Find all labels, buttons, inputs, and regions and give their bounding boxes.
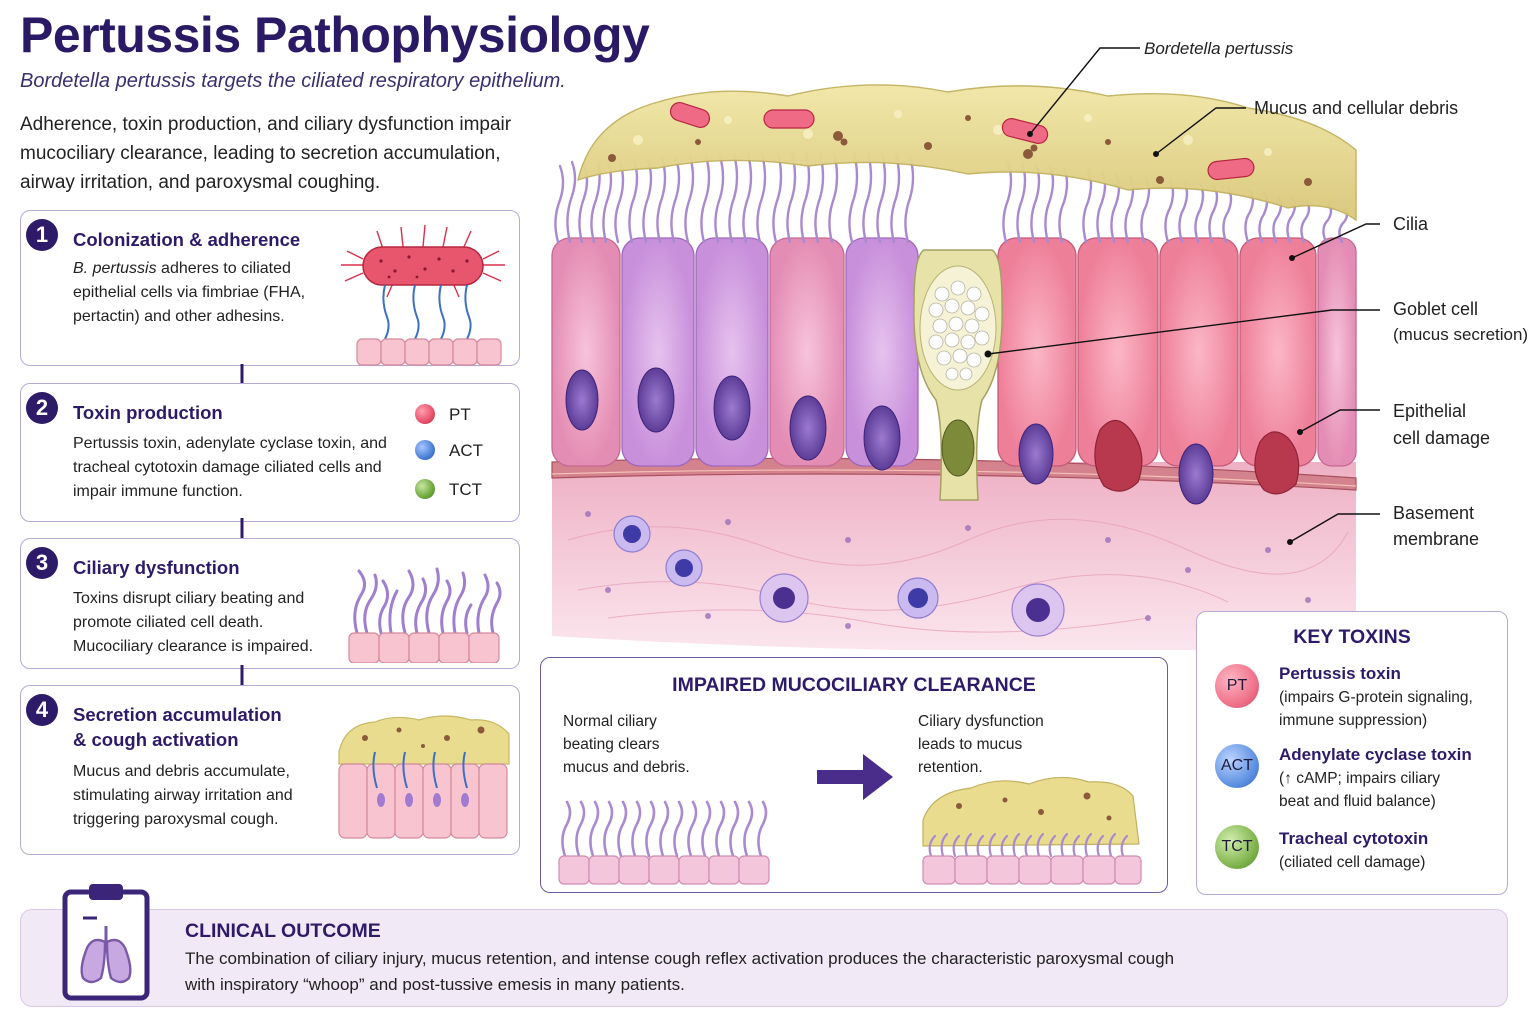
cell-nuclei bbox=[565, 367, 1214, 505]
step-title: Toxin production bbox=[73, 402, 223, 423]
step-text: Mucus and debris accumulate, stimulating… bbox=[73, 763, 293, 828]
step-card-1: 1 Colonization & adherence B. pertussis … bbox=[20, 210, 520, 366]
step-number: 1 bbox=[26, 219, 58, 251]
immune-cells bbox=[613, 515, 1065, 637]
act-legend-label: ACT bbox=[449, 441, 483, 460]
step-card-2: 2 Toxin production Pertussis toxin, aden… bbox=[20, 383, 520, 522]
secretion-accumulation-illustration bbox=[338, 715, 510, 839]
step-title: Colonization & adherence bbox=[73, 229, 301, 250]
clearance-panel: IMPAIRED MUCOCILIARY CLEARANCE Normal ci… bbox=[540, 657, 1168, 893]
callout-goblet-cell: Goblet cell bbox=[1393, 299, 1479, 319]
callout-leader-lines bbox=[984, 47, 1380, 545]
epithelial-cells bbox=[551, 237, 1357, 467]
step-number: 2 bbox=[26, 392, 58, 424]
step-title-line-2: & cough activation bbox=[73, 729, 239, 750]
callout-basement-line-2: membrane bbox=[1393, 529, 1480, 549]
step-text: Toxins disrupt ciliary beating and promo… bbox=[73, 590, 314, 655]
intro-text: Adherence, toxin production, and ciliary… bbox=[20, 114, 512, 193]
tct-badge: TCT bbox=[1215, 825, 1259, 869]
callout-bacterium: Bordetella pertussis bbox=[1144, 39, 1294, 58]
right-arrow-icon bbox=[817, 754, 893, 800]
callout-cilia: Cilia bbox=[1393, 214, 1429, 234]
normal-cilia-illustration bbox=[558, 800, 770, 885]
act-badge: ACT bbox=[1215, 744, 1259, 788]
bacterium-adhesion-illustration bbox=[341, 224, 505, 366]
mucus-retention-illustration bbox=[922, 776, 1142, 885]
step-number: 3 bbox=[26, 547, 58, 579]
tct-name: Tracheal cytotoxin bbox=[1279, 829, 1429, 848]
damaged-cell-cavities bbox=[1094, 419, 1300, 495]
page-subtitle: Bordetella pertussis targets the ciliate… bbox=[20, 70, 566, 92]
step-title: Ciliary dysfunction bbox=[73, 557, 240, 578]
clearance-title: IMPAIRED MUCOCILIARY CLEARANCE bbox=[672, 674, 1036, 696]
clinical-outcome-title: CLINICAL OUTCOME bbox=[185, 920, 381, 942]
tct-legend-dot bbox=[415, 479, 435, 499]
bacterium-icon bbox=[341, 224, 505, 298]
tct-legend-label: TCT bbox=[449, 480, 483, 499]
callout-mucus: Mucus and cellular debris bbox=[1254, 98, 1459, 118]
act-legend-dot bbox=[415, 440, 435, 460]
pt-legend-dot bbox=[415, 404, 435, 424]
clinical-outcome-text: The combination of ciliary injury, mucus… bbox=[185, 949, 1175, 994]
callout-goblet-note: (mucus secretion) bbox=[1393, 325, 1529, 344]
act-name: Adenylate cyclase toxin bbox=[1279, 745, 1472, 764]
callout-damage-line-1: Epithelial bbox=[1393, 401, 1467, 421]
step-text: B. pertussis adheres to ciliated epithel… bbox=[73, 260, 306, 325]
key-toxins-title: KEY TOXINS bbox=[1293, 626, 1411, 648]
page-title: Pertussis Pathophysiology bbox=[20, 7, 650, 63]
clinical-outcome-panel: CLINICAL OUTCOME The combination of cili… bbox=[20, 884, 1508, 1007]
cellular-debris bbox=[608, 115, 1312, 186]
step-number: 4 bbox=[26, 694, 58, 726]
step-text: Pertussis toxin, adenylate cyclase toxin… bbox=[73, 435, 387, 500]
callout-damage-line-2: cell damage bbox=[1393, 428, 1491, 448]
key-toxins-panel: KEY TOXINS PT Pertussis toxin (impairs G… bbox=[1196, 611, 1508, 895]
pt-badge: PT bbox=[1215, 664, 1259, 708]
callout-basement-line-1: Basement bbox=[1393, 503, 1475, 523]
step-card-3: 3 Ciliary dysfunction Toxins disrupt cil… bbox=[20, 538, 520, 669]
pt-legend-label: PT bbox=[449, 405, 471, 424]
goblet-cell bbox=[913, 249, 1003, 501]
ciliary-dysfunction-illustration bbox=[348, 567, 502, 663]
pt-name: Pertussis toxin bbox=[1279, 664, 1401, 683]
pt-desc: (impairs G-protein signaling,immune supp… bbox=[1279, 689, 1473, 729]
step-title-line-1: Secretion accumulation bbox=[73, 704, 282, 725]
bacteria-in-mucus bbox=[669, 102, 1255, 181]
tct-desc: (ciliated cell damage) bbox=[1279, 854, 1426, 871]
clipboard-lungs-icon bbox=[62, 884, 150, 1001]
airway-epithelium-illustration bbox=[551, 84, 1357, 650]
step-card-4: 4 Secretion accumulation & cough activat… bbox=[20, 685, 520, 855]
